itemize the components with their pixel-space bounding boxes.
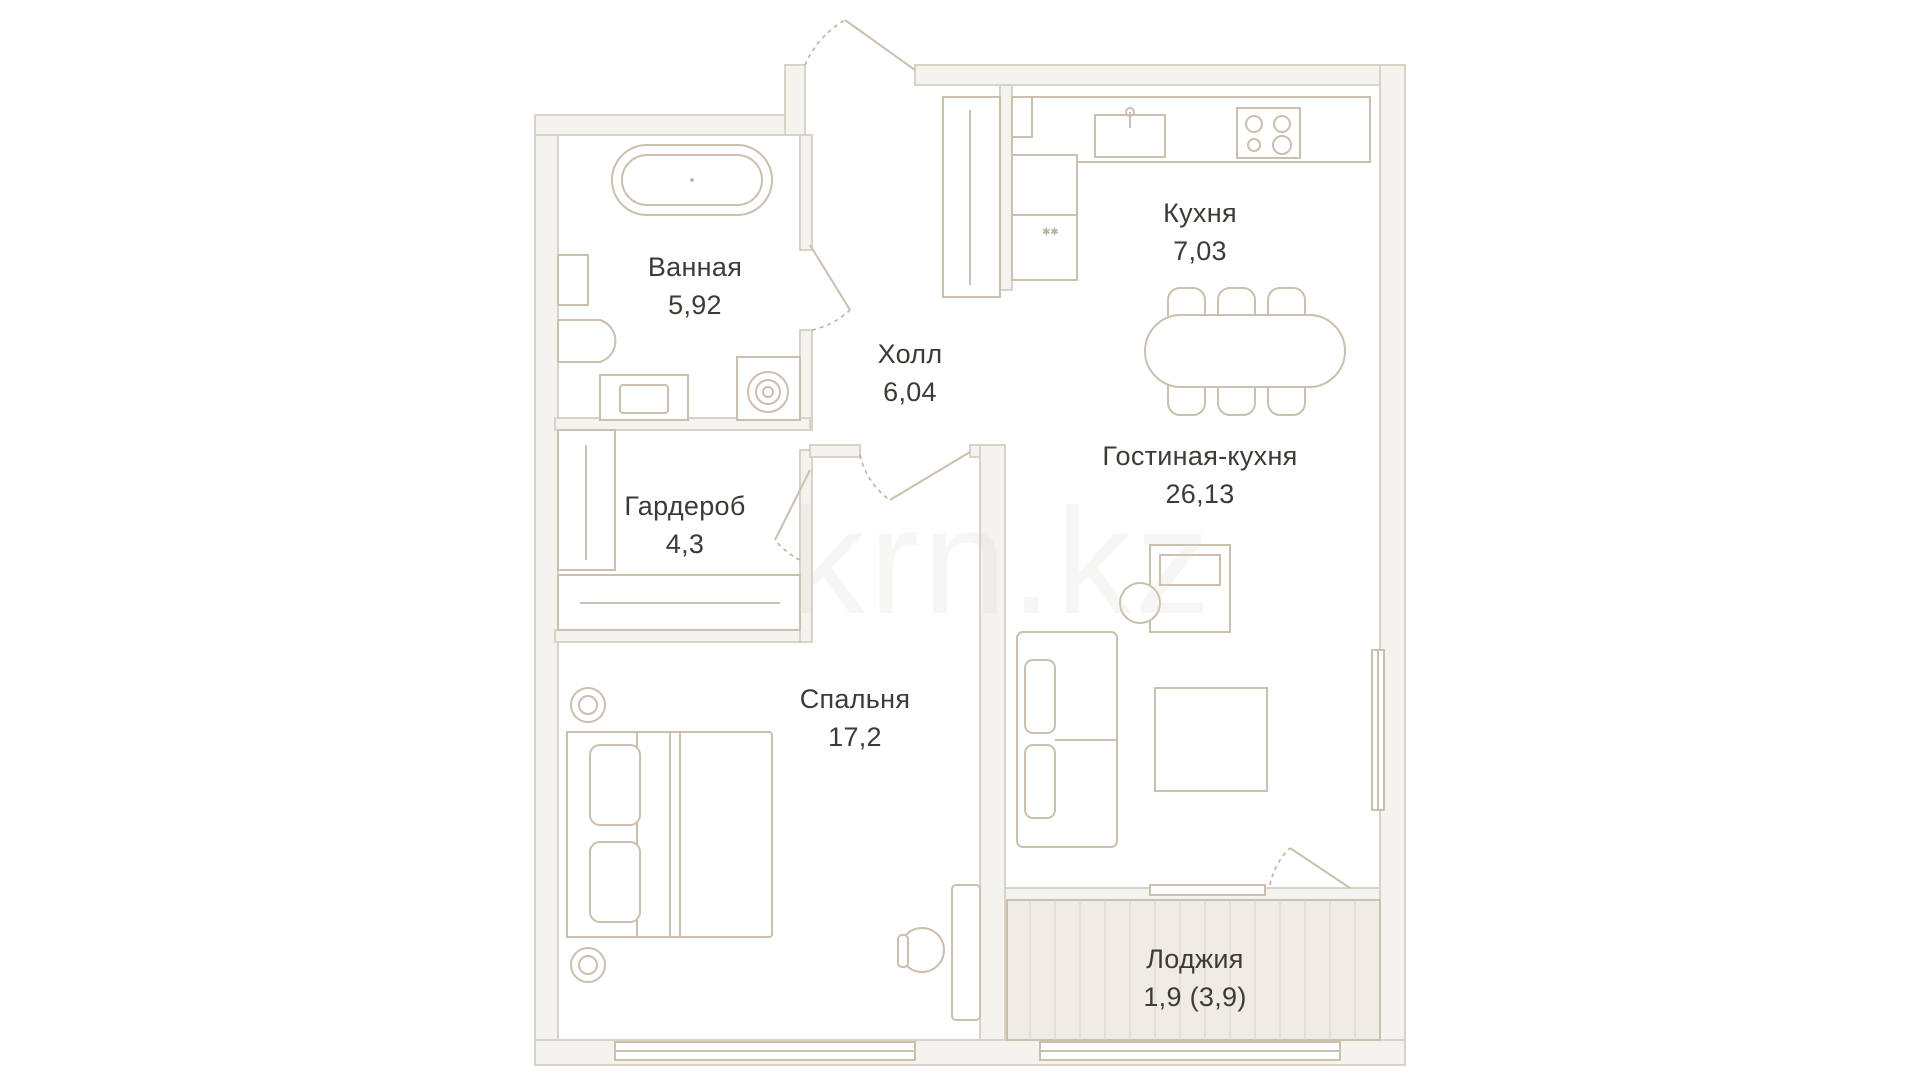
room-area: 5,92 [668, 290, 722, 320]
loggia-floor [1006, 899, 1381, 1041]
bath-shelf [557, 254, 589, 306]
room-label-bedroom: Спальня 17,2 [755, 680, 955, 756]
room-name: Лоджия [1146, 944, 1244, 974]
bath-sink [599, 374, 689, 421]
hall-closet [942, 96, 1001, 298]
room-label-bathroom: Ванная 5,92 [605, 248, 785, 324]
bathtub [611, 144, 773, 216]
dining-table [1144, 287, 1346, 416]
room-label-wardrobe: Гардероб 4,3 [585, 487, 785, 563]
room-name: Кухня [1163, 198, 1237, 228]
sofa [1016, 631, 1118, 848]
room-area: 7,03 [1173, 236, 1227, 266]
armchair [1119, 544, 1231, 633]
room-name: Гардероб [624, 491, 746, 521]
washing-machine [736, 356, 801, 421]
room-label-kitchen: Кухня 7,03 [1110, 194, 1290, 270]
room-area: 17,2 [828, 722, 882, 752]
room-name: Спальня [799, 684, 911, 714]
coffee-table [1154, 687, 1268, 792]
room-name: Гостиная-кухня [1102, 441, 1298, 471]
toilet [557, 319, 617, 363]
room-name: Холл [877, 339, 943, 369]
room-area: 4,3 [665, 529, 705, 559]
windows [614, 649, 1385, 1061]
wardrobe-shelves [557, 429, 801, 631]
room-area: 6,04 [883, 377, 937, 407]
room-name: Ванная [647, 252, 743, 282]
nightstands [570, 687, 606, 983]
room-label-hall: Холл 6,04 [825, 335, 995, 411]
room-area: 1,9 (3,9) [1143, 982, 1247, 1012]
svg-text:✱✱: ✱✱ [1042, 227, 1059, 238]
room-label-loggia: Лоджия 1,9 (3,9) [1090, 940, 1300, 1016]
watermark: krn.kz [790, 477, 1215, 645]
room-area: 26,13 [1165, 479, 1235, 509]
desk [897, 884, 981, 1021]
doors [774, 19, 1351, 889]
bed [566, 731, 773, 938]
kitchen-counter: ✱✱ [1011, 96, 1371, 281]
room-label-living-kitchen: Гостиная-кухня 26,13 [1055, 437, 1345, 513]
